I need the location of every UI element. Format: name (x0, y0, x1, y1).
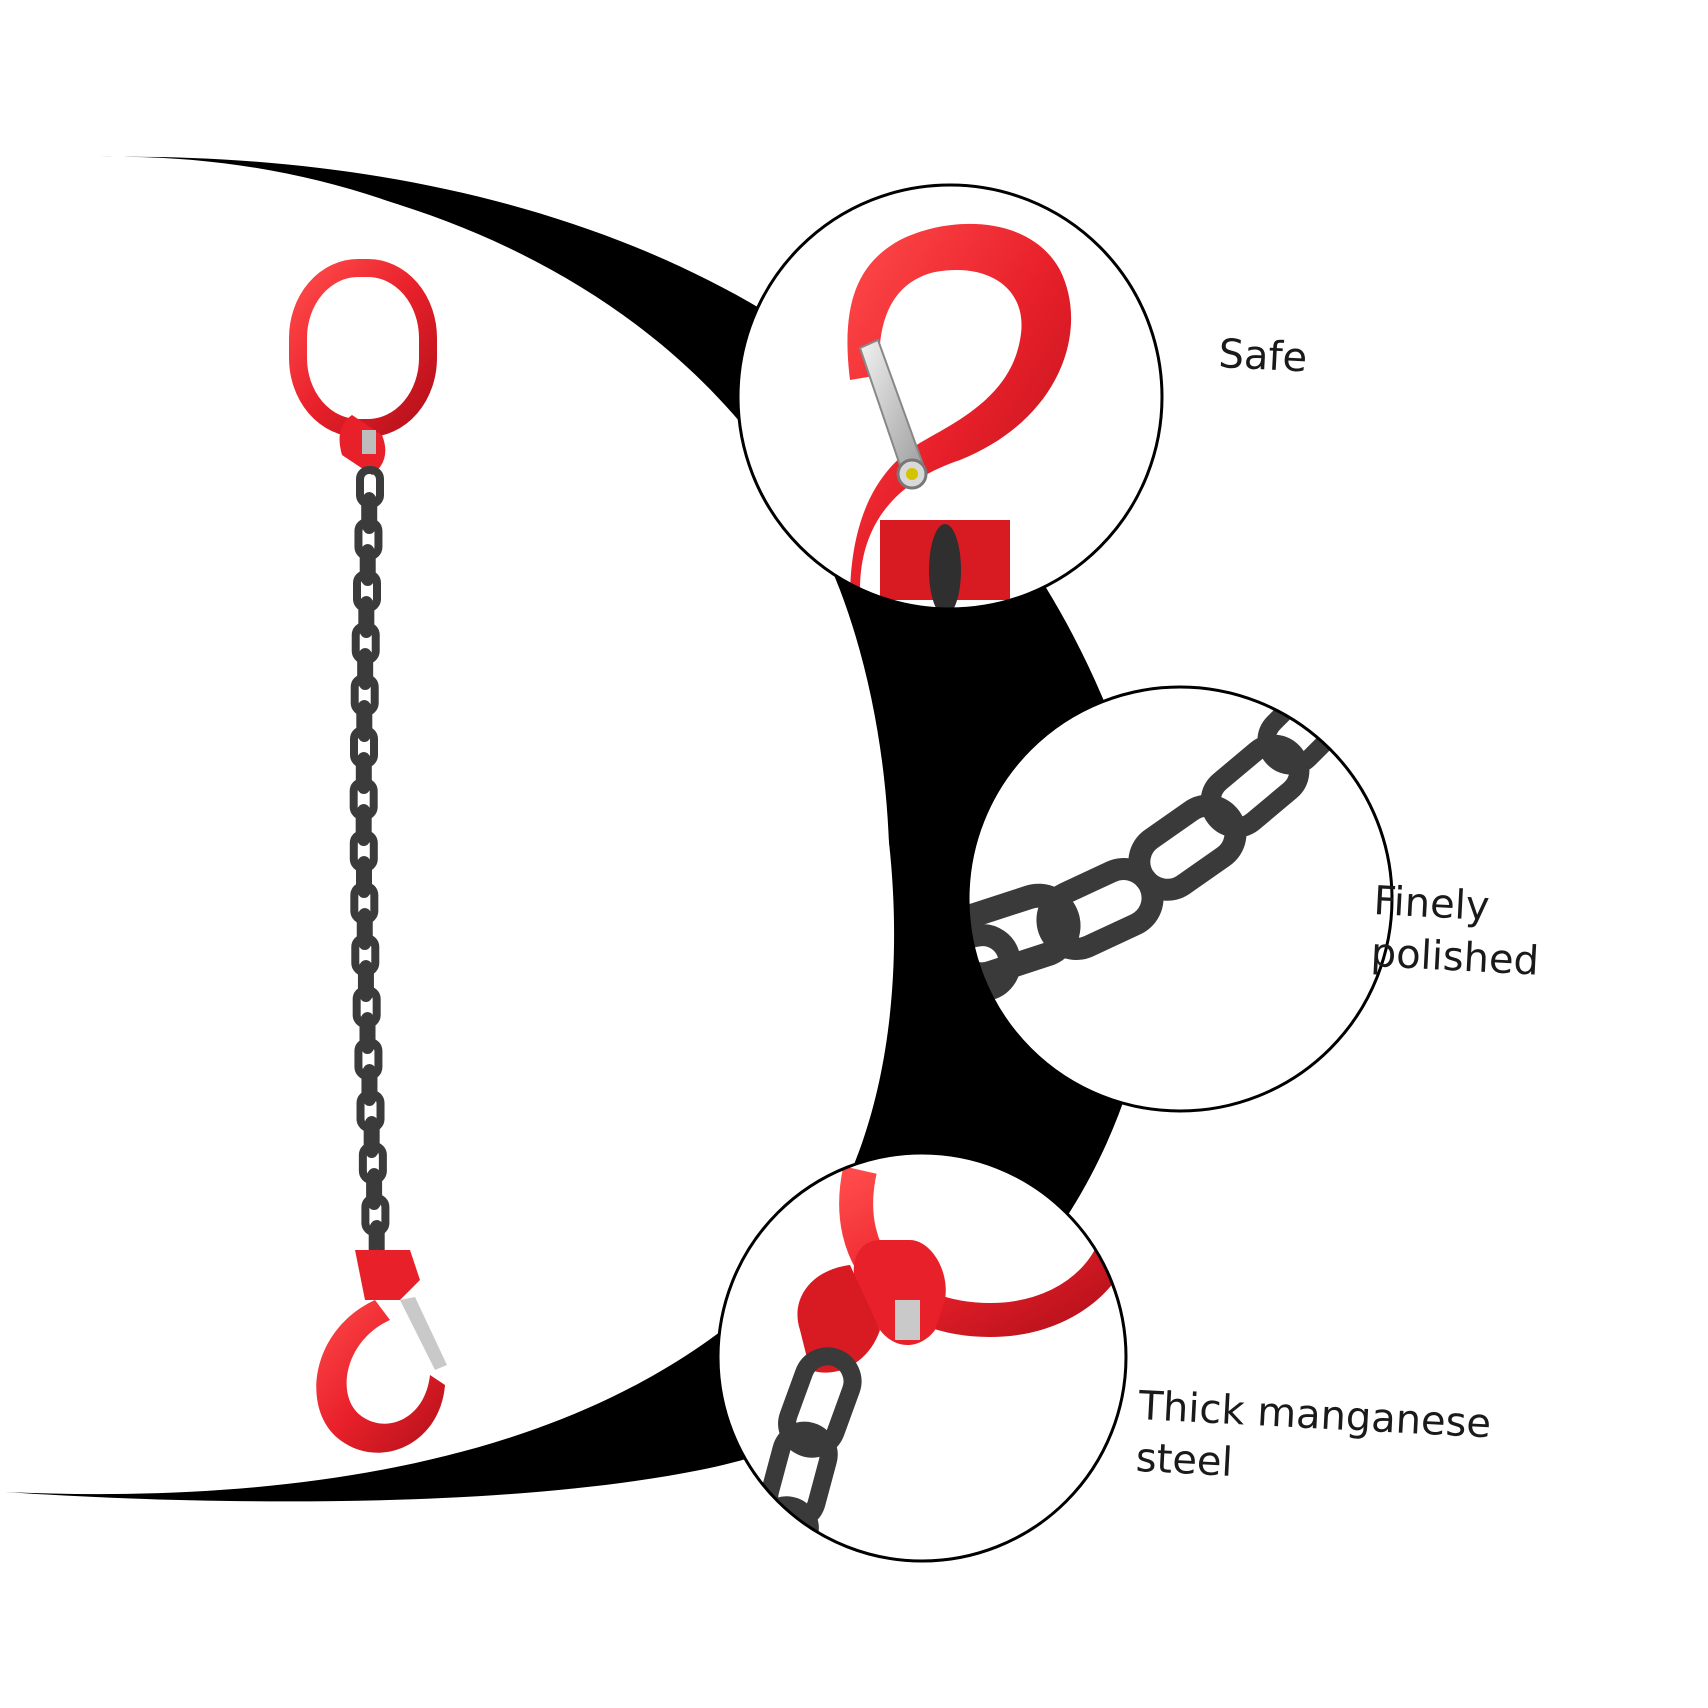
chain-link (357, 960, 374, 1002)
chain-link (356, 908, 373, 950)
feature-label-steel: Thick manganese steel (1134, 1382, 1493, 1486)
hook-closeup-image (736, 183, 1164, 611)
arc-inner-white (5, 157, 890, 1493)
chain-link (355, 804, 372, 846)
chain-link (361, 492, 378, 534)
chain-links-closeup-image (966, 685, 1394, 1113)
chain-link (359, 1012, 376, 1054)
chain-link (363, 1116, 380, 1158)
feature-label-polished: Finely polished (1369, 877, 1541, 985)
chain-link (359, 544, 376, 586)
chain-link (361, 1064, 378, 1106)
chain-link (358, 596, 375, 638)
chain-link (355, 752, 372, 794)
chain-link (356, 700, 373, 742)
chain-link (366, 1168, 383, 1210)
chain-link (357, 648, 374, 690)
chain-sling-image (289, 259, 447, 1453)
chain-link (356, 856, 372, 898)
feature-label-safe: Safe (1217, 330, 1309, 382)
bottom-hook (316, 1250, 447, 1453)
master-link-closeup-image (716, 1151, 1128, 1563)
